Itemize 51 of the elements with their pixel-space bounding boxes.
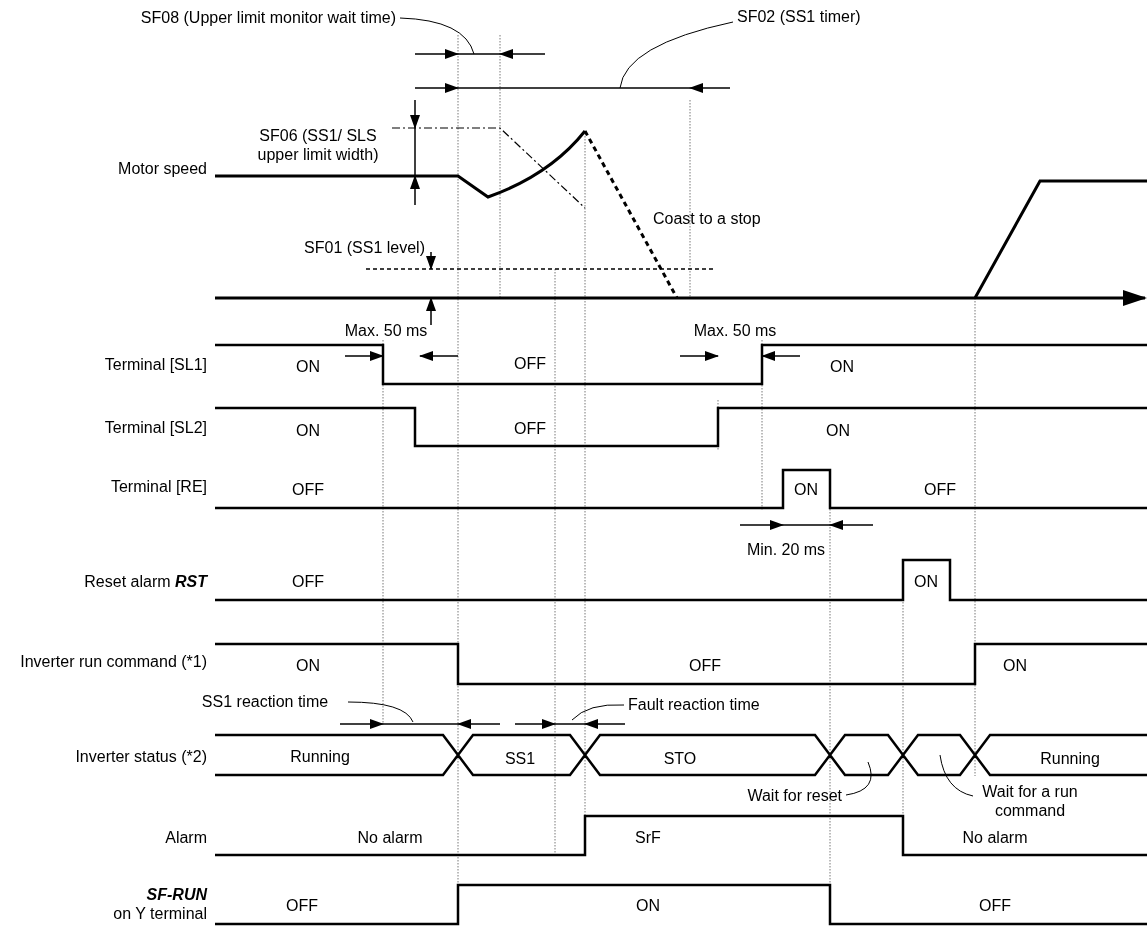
- signal-label: Running: [1040, 749, 1100, 769]
- signal-label: SF06 (SS1/ SLS upper limit width): [256, 125, 380, 165]
- callout-text: SS1 reaction time: [201, 692, 329, 712]
- signal-label: Motor speed: [118, 159, 207, 179]
- signal-label: ON: [296, 656, 320, 676]
- signal-label: No alarm: [962, 828, 1028, 848]
- signal-label: OFF: [292, 572, 324, 592]
- signal-label: ON: [914, 572, 938, 592]
- signal-label: Running: [290, 747, 350, 767]
- signal-label: STO: [663, 749, 697, 769]
- signal-label: Inverter status (*2): [74, 747, 207, 767]
- signal-label: Coast to a stop: [653, 209, 761, 229]
- leader-line: [939, 754, 974, 797]
- signal-label: OFF: [924, 480, 956, 500]
- signal-label: ON: [826, 421, 850, 441]
- signal-label: ON: [1003, 656, 1027, 676]
- signal-label: ON: [794, 480, 818, 500]
- signal-label: ON: [636, 896, 660, 916]
- callout-text: Fault reaction time: [628, 695, 760, 715]
- signal-label: Alarm: [165, 828, 207, 848]
- signal-label: Reset alarm RST: [84, 572, 207, 592]
- signal-label: OFF: [286, 896, 318, 916]
- signal-label: SF-RUN on Y terminal: [113, 884, 207, 924]
- signal-label: OFF: [689, 656, 721, 676]
- leader-line: [571, 704, 625, 721]
- signal-label: OFF: [514, 354, 546, 374]
- callout-text: Wait for a run command: [960, 781, 1100, 821]
- signal-label: ON: [296, 421, 320, 441]
- signal-label: ON: [296, 357, 320, 377]
- signal-label: OFF: [979, 896, 1011, 916]
- signal-label: Min. 20 ms: [746, 540, 826, 560]
- leader-line: [845, 761, 872, 796]
- callout-text: Wait for reset: [747, 786, 842, 806]
- signal-label: Max. 50 ms: [693, 321, 777, 341]
- signal-label: OFF: [292, 480, 324, 500]
- leader-line: [619, 21, 734, 89]
- signal-label: SF01 (SS1 level): [304, 238, 425, 258]
- signal-label: Inverter run command (*1): [19, 652, 207, 672]
- signal-label: SS1: [504, 749, 536, 769]
- callout-text: SF02 (SS1 timer): [737, 7, 861, 27]
- signal-label: Terminal [RE]: [110, 477, 207, 497]
- signal-label: OFF: [514, 419, 546, 439]
- signal-label: Terminal [SL1]: [104, 355, 207, 375]
- signal-label: Max. 50 ms: [344, 321, 428, 341]
- callout-text: SF08 (Upper limit monitor wait time): [140, 8, 396, 28]
- signal-label: No alarm: [357, 828, 423, 848]
- leader-line: [347, 701, 414, 723]
- signal-label: SrF: [635, 828, 661, 848]
- leader-line: [399, 17, 475, 55]
- signal-label: Terminal [SL2]: [104, 418, 207, 438]
- signal-label: ON: [830, 357, 854, 377]
